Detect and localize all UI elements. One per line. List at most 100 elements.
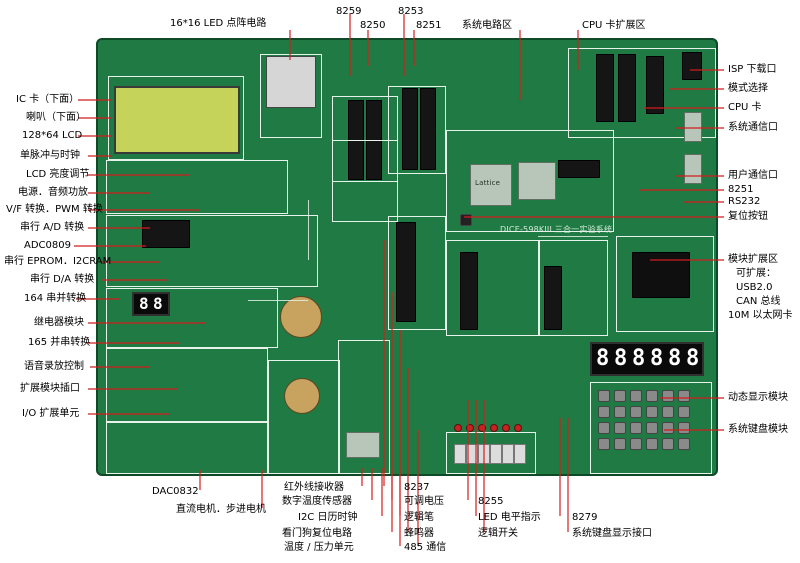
label-dac0832: DAC0832 (152, 486, 199, 497)
cpu-card-ext (568, 48, 716, 138)
key-07[interactable] (598, 406, 610, 418)
key-08[interactable] (614, 406, 626, 418)
led-matrix (266, 56, 316, 108)
key-14[interactable] (614, 422, 626, 434)
logic-switch-3[interactable] (478, 444, 490, 464)
chip-cpu-3 (646, 56, 664, 114)
key-18[interactable] (678, 422, 690, 434)
label-modext: 模块扩展区 (728, 254, 778, 265)
module-serial (106, 288, 278, 348)
key-22[interactable] (646, 438, 658, 450)
label-vf-pwm: V/F 转换．PWM 转换 (6, 204, 103, 215)
label-serial-eprom: 串行 EPROM．I2CRAM (4, 256, 112, 267)
system-circuit (446, 130, 614, 232)
label-lcd-bright: LCD 亮度调节 (26, 169, 90, 180)
label-ext2: USB2.0 (736, 282, 773, 293)
label-power-audio: 电源．音频功放 (18, 187, 88, 198)
key-19[interactable] (598, 438, 610, 450)
trace-3 (538, 236, 608, 237)
label-8255: 8255 (478, 496, 504, 507)
led-level-3 (478, 424, 486, 432)
label-kbddisp: 系统键盘显示接口 (572, 528, 652, 539)
key-02[interactable] (614, 390, 626, 402)
key-16[interactable] (646, 422, 658, 434)
key-21[interactable] (630, 438, 642, 450)
key-24[interactable] (678, 438, 690, 450)
seg2-digit-1: 8 (139, 294, 149, 313)
led-level-1 (454, 424, 462, 432)
key-03[interactable] (630, 390, 642, 402)
logic-switch-4[interactable] (490, 444, 502, 464)
key-01[interactable] (598, 390, 610, 402)
key-12[interactable] (678, 406, 690, 418)
board-label: DICE-598KIII 三合一实验系统 (500, 225, 613, 234)
label-sysckt: 系统电路区 (462, 20, 512, 31)
chip-cpu-2 (618, 54, 636, 122)
logic-switch-2[interactable] (466, 444, 478, 464)
seg7-digit-1: 8 (596, 346, 610, 371)
label-reset: 复位按钮 (728, 211, 768, 222)
key-13[interactable] (598, 422, 610, 434)
key-15[interactable] (630, 422, 642, 434)
label-ledlevel: LED 电平指示 (478, 512, 541, 523)
key-17[interactable] (662, 422, 674, 434)
label-cpuext: CPU 卡扩展区 (582, 20, 646, 31)
module-8255 (446, 240, 540, 336)
label-mode: 模式选择 (728, 83, 768, 94)
label-logic: 逻辑笔 (404, 512, 434, 523)
key-05[interactable] (662, 390, 674, 402)
key-20[interactable] (614, 438, 626, 450)
label-motor: 直流电机．步进电机 (176, 504, 266, 515)
label-relay: 继电器模块 (34, 317, 84, 328)
label-speaker: 喇叭（下面） (26, 112, 86, 123)
pressure-sensor (346, 432, 380, 458)
label-cpu: CPU 卡 (728, 102, 762, 113)
chip-8253 (402, 88, 418, 170)
label-pressure: 温度 / 压力单元 (284, 542, 354, 553)
lcd-screen (114, 86, 240, 154)
key-06[interactable] (678, 390, 690, 402)
label-c485: 485 通信 (404, 542, 447, 553)
module-voice (106, 348, 268, 422)
user-comm-port (684, 154, 702, 184)
seg7-digit-5: 8 (668, 346, 682, 371)
seg7-digit-6: 8 (686, 346, 700, 371)
key-04[interactable] (646, 390, 658, 402)
label-serial-ad: 串行 A/D 转换 (20, 222, 85, 233)
module-ad (106, 215, 318, 287)
stepper-motor (280, 296, 322, 338)
logic-switch-1[interactable] (454, 444, 466, 464)
led-level-4 (490, 424, 498, 432)
system-keypad (590, 382, 712, 474)
label-temp: 数字温度传感器 (282, 496, 352, 507)
led-level-5 (502, 424, 510, 432)
seg7-digit-4: 8 (650, 346, 664, 371)
key-09[interactable] (630, 406, 642, 418)
seg7-display: 8 8 8 8 8 8 (590, 342, 704, 376)
module-8253 (388, 86, 446, 174)
key-23[interactable] (662, 438, 674, 450)
reset-button[interactable] (460, 214, 472, 226)
label-8279: 8279 (572, 512, 598, 523)
module-motor (268, 360, 340, 474)
logic-switch-5[interactable] (502, 444, 514, 464)
seg2-display: 8 8 (132, 292, 170, 316)
label-r8251: 8251 (728, 184, 754, 195)
chip-adc0809 (142, 220, 190, 248)
key-10[interactable] (646, 406, 658, 418)
label-buzzer: 蜂鸣器 (404, 528, 434, 539)
chip-8251 (420, 88, 436, 170)
label-io-ext: I/O 扩展单元 (22, 408, 80, 419)
sys-comm-port (684, 112, 702, 142)
dc-motor (284, 378, 320, 414)
label-voice: 语音录放控制 (24, 361, 84, 372)
label-8259: 8259 (336, 6, 362, 17)
key-11[interactable] (662, 406, 674, 418)
logic-switch-6[interactable] (514, 444, 526, 464)
label-p2s165: 165 并串转换 (28, 337, 91, 348)
led-matrix-pins (260, 54, 322, 138)
module-io (106, 422, 268, 474)
ext-socket (632, 252, 690, 298)
chip-sys-3 (558, 160, 600, 178)
label-led16: 16*16 LED 点阵电路 (170, 18, 267, 29)
